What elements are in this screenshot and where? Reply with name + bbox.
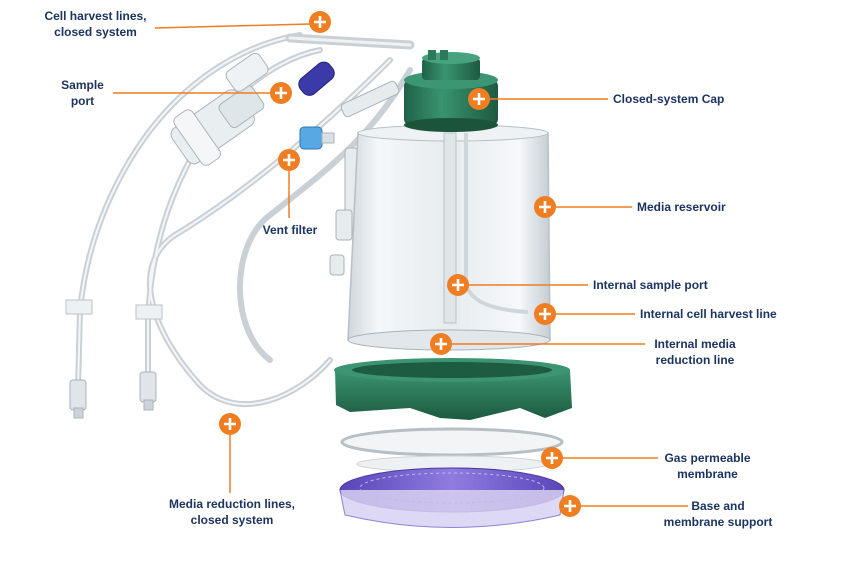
- label-internal-cell-harvest-line: Internal cell harvest line: [640, 307, 777, 321]
- plus-in-circle-icon[interactable]: [534, 303, 556, 325]
- plus-in-circle-icon[interactable]: [270, 82, 292, 104]
- green-base-ring: [334, 358, 572, 420]
- hotspots: [219, 11, 581, 517]
- label-sample-port: Sample port: [61, 78, 104, 108]
- base-support-shape: [339, 467, 565, 528]
- plus-in-circle-icon[interactable]: [534, 196, 556, 218]
- label-media-reduction-lines: Media reduction lines, closed system: [168, 497, 296, 527]
- label-internal-sample-port: Internal sample port: [593, 278, 708, 292]
- plus-in-circle-icon[interactable]: [309, 11, 331, 33]
- plus-in-circle-icon[interactable]: [559, 495, 581, 517]
- tube-connectors: [65, 299, 163, 419]
- label-base-and-membrane-support: Base and membrane support: [663, 499, 773, 529]
- label-gas-permeable-membrane: Gas permeable membrane: [664, 451, 751, 481]
- plus-in-circle-icon[interactable]: [430, 333, 452, 355]
- plus-in-circle-icon[interactable]: [541, 447, 563, 469]
- plus-in-circle-icon[interactable]: [447, 274, 469, 296]
- clamp-and-filter: [298, 61, 335, 150]
- label-media-reservoir: Media reservoir: [637, 200, 726, 214]
- tubing: [75, 32, 415, 408]
- leader-lines: [113, 23, 688, 507]
- plus-in-circle-icon[interactable]: [468, 88, 490, 110]
- label-cell-harvest-lines: Cell harvest lines, closed system: [44, 9, 147, 39]
- plus-in-circle-icon[interactable]: [219, 413, 241, 435]
- membrane-shape: [340, 427, 564, 473]
- label-vent-filter: Vent filter: [262, 223, 318, 237]
- plus-in-circle-icon[interactable]: [278, 149, 300, 171]
- label-closed-system-cap: Closed-system Cap: [613, 92, 725, 106]
- label-internal-media-reduction-line: Internal media reduction line: [654, 337, 736, 367]
- media-reservoir-body: [347, 124, 551, 351]
- sample-port-assembly: [170, 52, 269, 166]
